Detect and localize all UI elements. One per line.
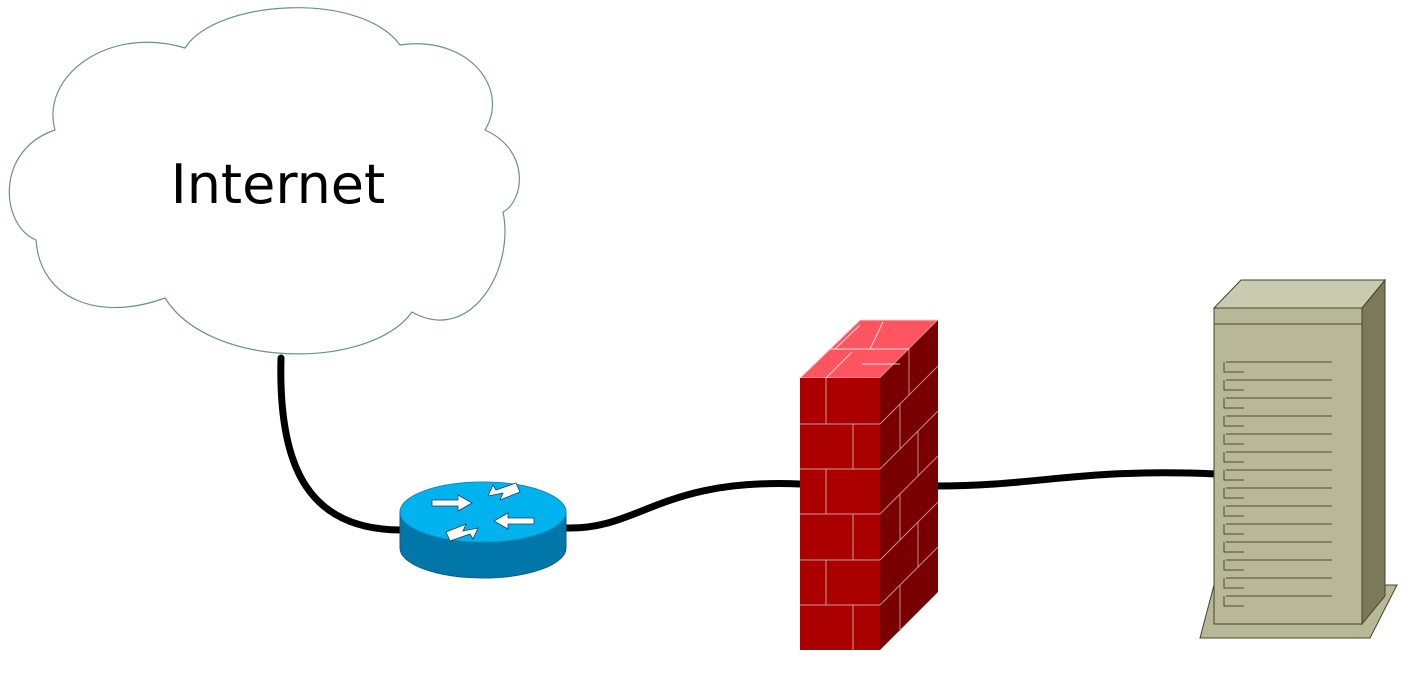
router bbox=[399, 481, 567, 579]
firewall-icon bbox=[798, 319, 940, 650]
router-icon bbox=[399, 481, 567, 579]
link-internet-router bbox=[277, 354, 406, 534]
internet-cloud: Internet bbox=[8, 7, 520, 355]
firewall bbox=[798, 319, 940, 650]
server bbox=[1199, 278, 1398, 639]
cloud-label: Internet bbox=[171, 153, 385, 216]
cloud-icon bbox=[8, 7, 520, 355]
server-tower-icon bbox=[1199, 278, 1398, 639]
link-router-firewall bbox=[562, 480, 804, 532]
link-firewall-server bbox=[932, 469, 1220, 490]
